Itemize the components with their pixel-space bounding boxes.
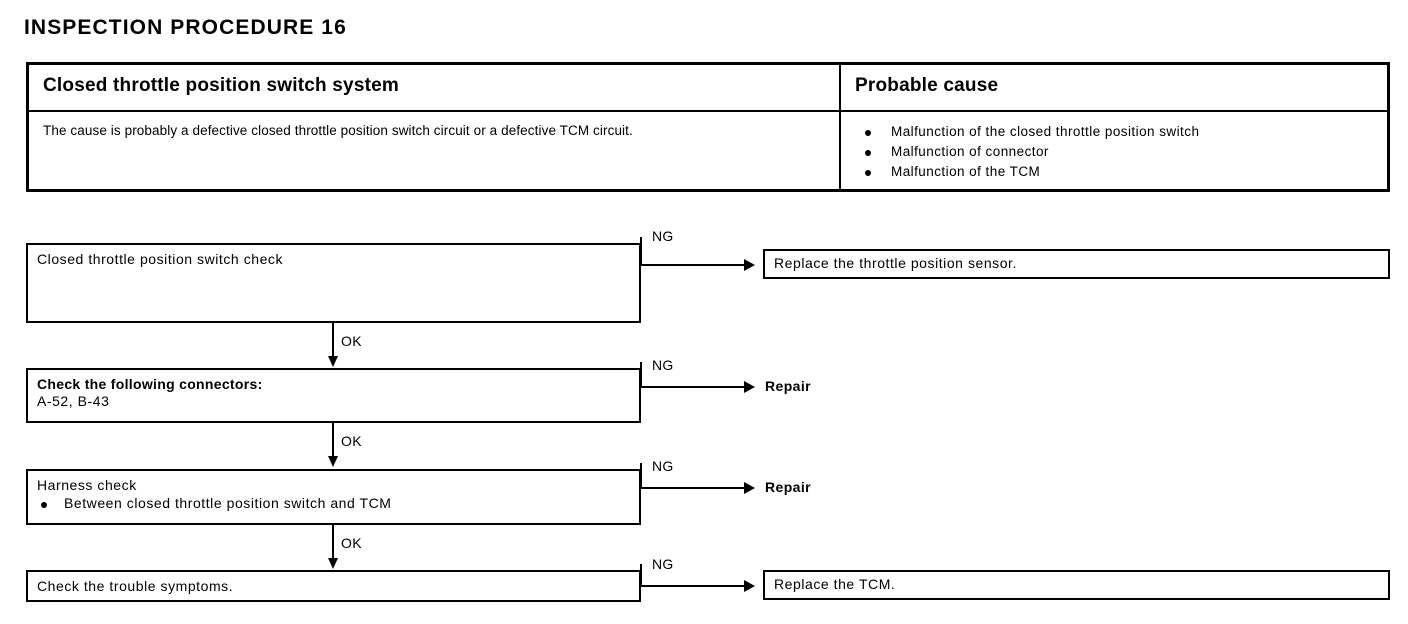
flow-down-line-1 [332,323,334,358]
flow-result-box-4: Replace the TCM. [763,570,1390,600]
branch-line-3 [640,487,746,489]
branch-riser-4 [640,564,642,587]
bullet-icon [865,130,871,136]
flow-step-3-label: Harness check [37,477,137,493]
table-body-row: The cause is probably a defective closed… [29,112,1387,192]
flow-result-1-label: Replace the throttle position sensor. [774,255,1017,271]
flow-down-label-ok-2: OK [341,433,362,449]
flow-step-1: Closed throttle position switch check [26,243,641,323]
branch-arrow-1 [744,259,755,271]
flow-down-arrow-1 [328,356,338,367]
list-item: Malfunction of connector [855,142,1377,162]
flow-step-2-label: Check the following connectors: [37,376,263,392]
flow-down-line-3 [332,525,334,560]
flow-step-3-bullet-text: Between closed throttle position switch … [64,495,392,511]
branch-riser-3 [640,463,642,489]
branch-line-4 [640,585,746,587]
cause-description-cell: The cause is probably a defective closed… [29,112,839,192]
flow-result-box-1: Replace the throttle position sensor. [763,249,1390,279]
probable-cause-text: Malfunction of the closed throttle posit… [891,124,1200,139]
table-header-row: Closed throttle position switch system P… [29,65,1387,112]
flow-down-arrow-3 [328,558,338,569]
branch-label-ng-2: NG [652,357,674,373]
list-item: Malfunction of the closed throttle posit… [855,122,1377,142]
flow-result-3-label: Repair [765,479,811,495]
probable-cause-text: Malfunction of the TCM [891,164,1041,179]
probable-cause-cell: Malfunction of the closed throttle posit… [839,112,1387,192]
flow-result-2-label: Repair [765,378,811,394]
flow-step-4-label: Check the trouble symptoms. [37,578,234,594]
list-item: Malfunction of the TCM [855,162,1377,182]
probable-cause-list: Malfunction of the closed throttle posit… [855,122,1377,182]
cause-description-text: The cause is probably a defective closed… [43,123,633,138]
header-system: Closed throttle position switch system [43,75,399,96]
branch-arrow-4 [744,580,755,592]
branch-label-ng-3: NG [652,458,674,474]
bullet-icon [865,150,871,156]
branch-riser-1 [640,237,642,266]
branch-riser-2 [640,362,642,388]
flow-step-3: Harness check Between closed throttle po… [26,469,641,525]
branch-line-2 [640,386,746,388]
probable-cause-text: Malfunction of connector [891,144,1049,159]
flow-down-line-2 [332,423,334,458]
info-table: Closed throttle position switch system P… [26,62,1390,192]
page-title: INSPECTION PROCEDURE 16 [24,16,347,39]
flow-step-2-sublabel: A-52, B-43 [37,393,110,409]
branch-label-ng-1: NG [652,228,674,244]
bullet-icon [865,170,871,176]
flow-step-4: Check the trouble symptoms. [26,570,641,602]
flow-down-label-ok-1: OK [341,333,362,349]
flow-step-1-label: Closed throttle position switch check [37,251,284,267]
header-probable-cause: Probable cause [839,65,1387,110]
flow-down-arrow-2 [328,456,338,467]
flow-step-2: Check the following connectors: A-52, B-… [26,368,641,423]
flow-step-3-bullet-line: Between closed throttle position switch … [28,493,639,511]
flow-down-label-ok-3: OK [341,535,362,551]
branch-line-1 [640,264,746,266]
branch-label-ng-4: NG [652,556,674,572]
branch-arrow-3 [744,482,755,494]
flow-result-4-label: Replace the TCM. [774,576,896,592]
bullet-icon [41,502,47,508]
branch-arrow-2 [744,381,755,393]
